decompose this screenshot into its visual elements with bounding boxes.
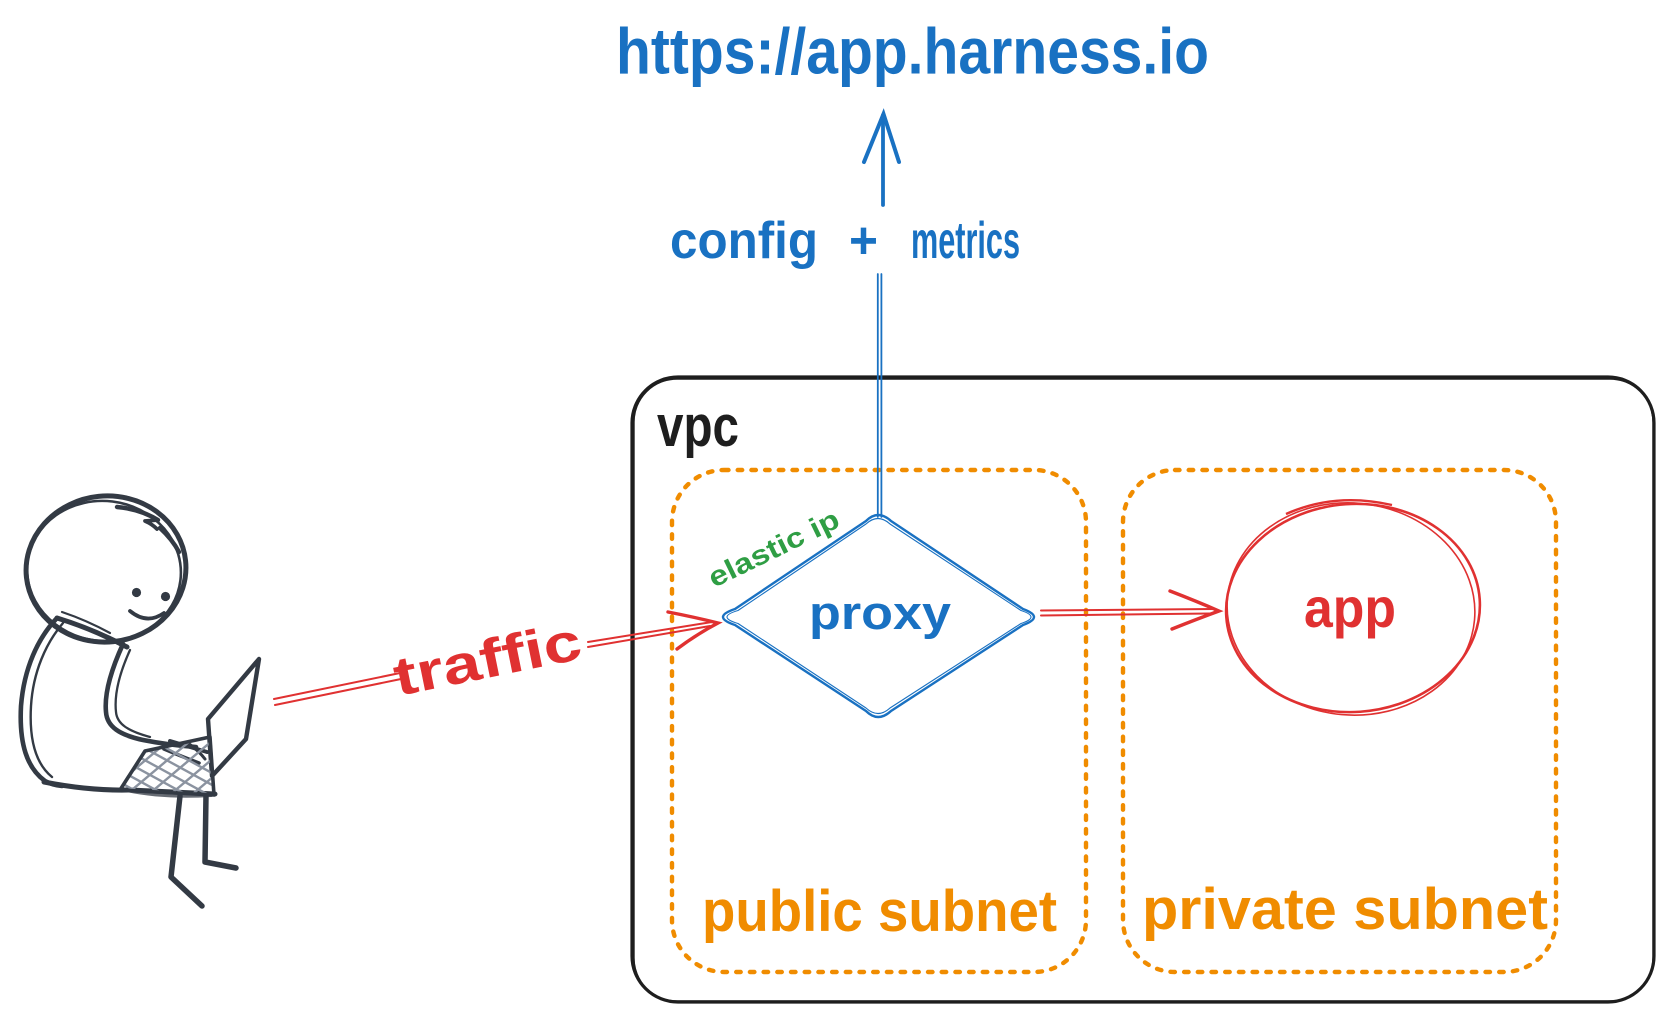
svg-text:proxy: proxy (809, 586, 951, 639)
svg-text:traffic: traffic (388, 611, 586, 708)
svg-text:config: config (670, 212, 818, 270)
svg-text:public subnet: public subnet (702, 879, 1057, 944)
svg-text:+: + (849, 212, 878, 270)
svg-text:metrics: metrics (911, 212, 1020, 270)
svg-text:elastic ip: elastic ip (703, 503, 844, 593)
svg-text:vpc: vpc (657, 394, 739, 459)
svg-text:https://app.harness.io: https://app.harness.io (616, 15, 1209, 88)
svg-text:app: app (1304, 576, 1396, 639)
svg-text:private subnet: private subnet (1142, 877, 1548, 942)
